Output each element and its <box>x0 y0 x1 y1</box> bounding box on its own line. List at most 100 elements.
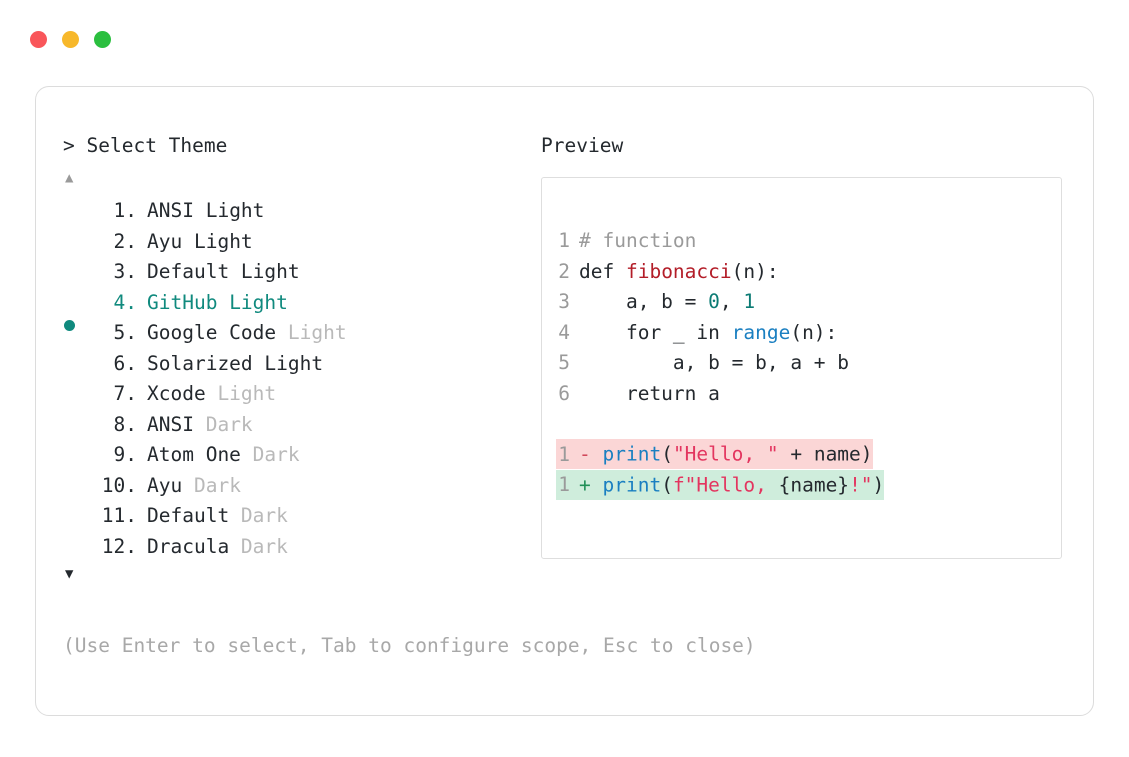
code-token: f"Hello, <box>672 473 779 496</box>
line-number: 5 <box>558 351 570 374</box>
theme-item-name: Dracula <box>147 534 230 558</box>
theme-item-variant: Dark <box>182 473 241 497</box>
minimize-dot-icon[interactable] <box>62 31 79 48</box>
theme-item-name: Xcode <box>147 382 206 405</box>
code-token: + name) <box>778 442 873 466</box>
theme-list-item[interactable]: 2. Ayu Light <box>63 227 533 258</box>
code-blank-line <box>556 409 884 440</box>
theme-item-name: ANSI <box>147 412 194 436</box>
line-number: 1 <box>558 442 570 466</box>
line-number: 6 <box>558 381 570 405</box>
theme-item-variant: Light <box>205 382 277 405</box>
theme-item-index: 8. <box>113 412 137 436</box>
diff-line-removed: 1- print("Hello, " + name) <box>556 439 884 471</box>
diff-line-added: 1+ print(f"Hello, {name}!") <box>556 469 885 501</box>
theme-item-variant: Dark <box>193 412 253 436</box>
theme-item-index: 2. <box>113 229 137 253</box>
prompt-marker: > <box>63 134 75 157</box>
window-controls <box>30 31 111 48</box>
line-number: 4 <box>558 320 570 344</box>
code-line: 4 for _ in range(n): <box>556 318 884 349</box>
theme-item-variant: Dark <box>229 534 288 558</box>
theme-item-name: Ayu <box>147 229 183 253</box>
close-dot-icon[interactable] <box>30 31 47 48</box>
theme-item-index: 4. <box>113 290 137 314</box>
theme-item-index: 6. <box>113 351 137 375</box>
theme-item-variant: Light <box>229 260 300 283</box>
theme-item-name: Ayu <box>147 473 183 497</box>
theme-list-item[interactable]: 12. Dracula Dark <box>63 532 533 563</box>
code-token: 0 <box>708 290 720 313</box>
theme-list-item[interactable]: 9. Atom One Dark <box>63 440 533 471</box>
theme-item-variant: Light <box>276 321 347 344</box>
theme-list-item[interactable]: 3. Default Light <box>63 257 533 288</box>
line-number: 3 <box>558 290 570 313</box>
code-line: 5 a, b = b, a + b <box>556 348 884 379</box>
preview-title: Preview <box>541 134 624 157</box>
theme-item-variant: Light <box>252 351 324 375</box>
theme-item-name: Default <box>147 504 230 527</box>
theme-item-variant: Light <box>193 199 265 222</box>
line-number: 2 <box>558 259 570 283</box>
code-token: ( <box>661 473 673 496</box>
maximize-dot-icon[interactable] <box>94 31 111 48</box>
theme-list-item[interactable]: 11. Default Dark <box>63 501 533 532</box>
code-token: a, b = b, a + b <box>579 351 850 374</box>
theme-item-index: 7. <box>113 382 137 405</box>
theme-list-item[interactable]: 8. ANSI Dark <box>63 410 533 441</box>
theme-list-item[interactable]: 10. Ayu Dark <box>63 471 533 502</box>
theme-item-variant: Dark <box>229 504 288 527</box>
theme-item-index: 1. <box>113 199 137 222</box>
theme-item-variant: Light <box>217 290 288 314</box>
theme-item-variant: Dark <box>240 443 300 466</box>
code-token: (n): <box>790 320 838 344</box>
theme-item-name: Default <box>147 260 230 283</box>
diff-marker: - <box>579 442 603 466</box>
code-token: return a <box>579 381 720 405</box>
theme-list-item[interactable]: 1.ANSI Light <box>63 196 533 227</box>
code-token: "Hello, " <box>672 442 779 466</box>
code-token: , <box>719 290 744 313</box>
code-token: # function <box>579 229 697 252</box>
code-token: range <box>731 320 791 344</box>
theme-item-name: Atom One <box>147 443 241 466</box>
diff-highlight: 1- print("Hello, " + name) <box>556 439 873 469</box>
scroll-down-arrow-icon[interactable]: ▼ <box>65 566 74 582</box>
code-token: a, b = <box>579 290 709 313</box>
diff-marker: + <box>579 473 603 496</box>
theme-list-item[interactable]: 5.Google Code Light <box>63 318 533 349</box>
selected-dot-icon <box>64 319 75 331</box>
theme-item-index: 12. <box>101 534 137 558</box>
code-token: {name} <box>778 473 850 496</box>
code-token: print <box>602 442 662 466</box>
diff-highlight: 1+ print(f"Hello, {name}!") <box>556 469 885 500</box>
page-title: Select Theme <box>86 134 228 157</box>
theme-item-index: 9. <box>113 443 137 466</box>
theme-list-item[interactable]: 4. GitHub Light <box>63 288 533 331</box>
theme-list-item[interactable]: 6.Solarized Light <box>63 349 533 380</box>
line-number: 1 <box>558 473 570 496</box>
code-line: 1# function <box>556 226 884 257</box>
theme-item-variant: Light <box>182 229 253 253</box>
code-token: def <box>579 259 626 283</box>
code-line: 2 def fibonacci(n): <box>556 257 884 288</box>
code-token: ) <box>872 473 885 496</box>
theme-list-item[interactable]: 7. Xcode Light <box>63 379 533 410</box>
theme-item-name: GitHub <box>147 290 218 314</box>
code-token: (n): <box>731 259 779 283</box>
code-token: print <box>602 473 662 496</box>
prompt-header: > Select Theme <box>63 132 533 160</box>
theme-item-index: 3. <box>113 260 137 283</box>
keyboard-hint: (Use Enter to select, Tab to configure s… <box>63 634 756 657</box>
theme-item-index: 5. <box>113 321 137 344</box>
code-token: fibonacci <box>625 259 732 283</box>
scroll-up-arrow-icon[interactable]: ▲ <box>65 170 74 186</box>
theme-item-index: 11. <box>101 504 137 527</box>
theme-item-index: 10. <box>101 473 137 497</box>
